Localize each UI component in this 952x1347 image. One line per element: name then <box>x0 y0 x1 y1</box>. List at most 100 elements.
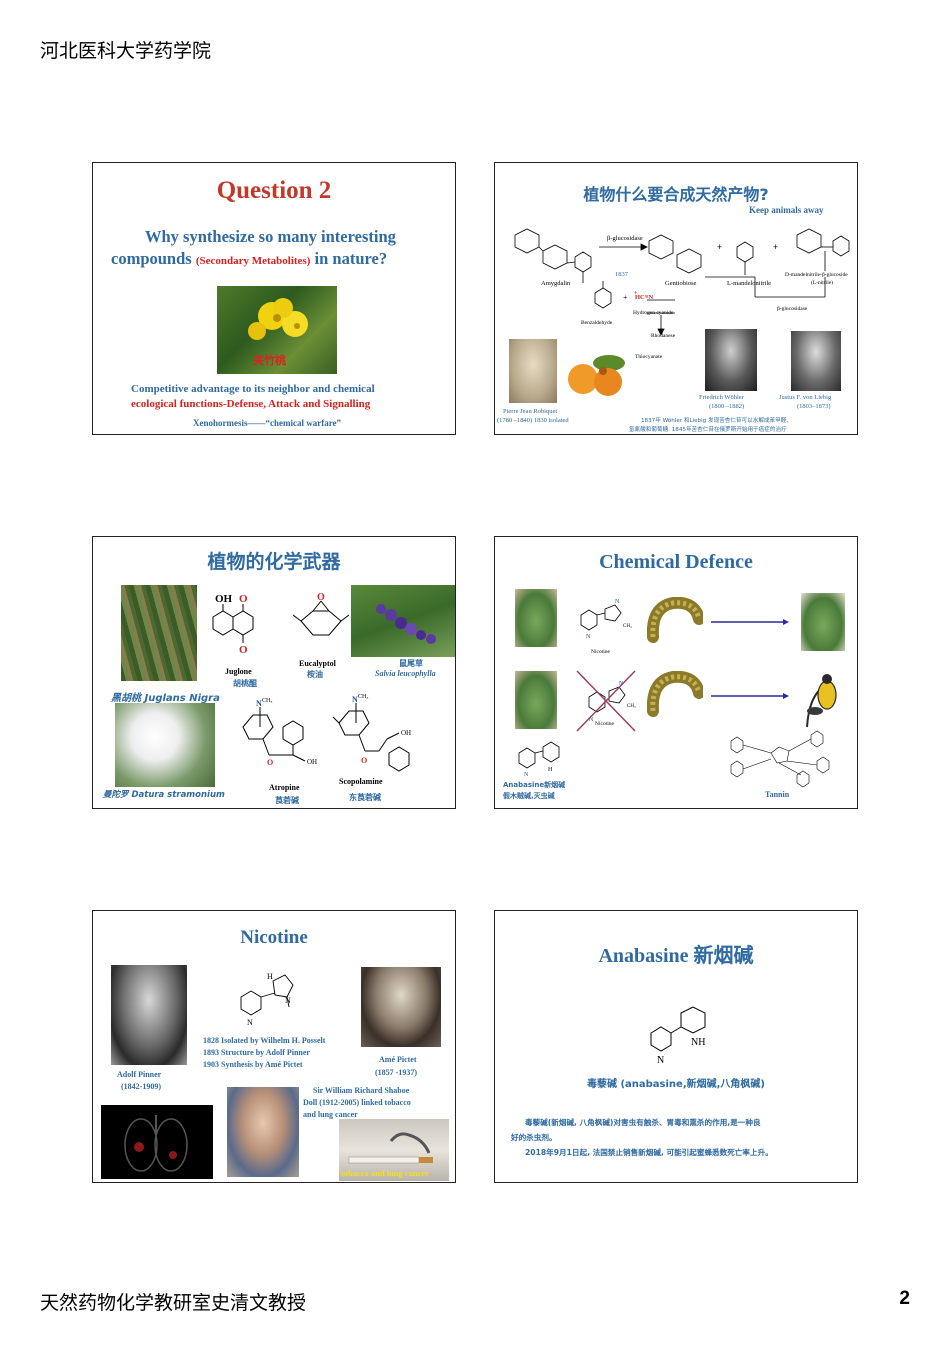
nicotine-label-2: Nicotine <box>595 721 614 727</box>
pictet-name: Amé Pictet <box>379 1055 417 1064</box>
slide-title: Nicotine <box>240 927 308 948</box>
svg-text:O: O <box>317 592 325 603</box>
anabasine-desc-2: 2018年9月1日起, 法国禁止销售新烟碱, 可能引起蜜蜂悉数死亡率上升。 <box>525 1148 773 1157</box>
label-enzyme-1: β-glucosidase <box>607 235 643 242</box>
slide-title: Anabasine 新烟碱 <box>598 945 754 967</box>
q-secondary-metabolites: (Secondary Metabolites) <box>195 255 311 267</box>
label-thiocyanate: Thiocyanate <box>635 354 663 360</box>
doll-line-3: and lung cancer <box>303 1110 358 1119</box>
juglone-label: Juglone <box>225 667 252 676</box>
bug-icon <box>806 674 837 728</box>
slide-title: Chemical Defence <box>599 551 753 573</box>
question-line-2: compounds (Secondary Metabolites) in nat… <box>111 249 387 269</box>
label-hcn: HC≡N <box>635 294 654 301</box>
robiquet-dates: (1780 –1840) 1830 isolated <box>497 417 569 424</box>
cigarette-icon <box>348 1132 433 1164</box>
svg-text:N: N <box>247 1018 253 1027</box>
tobacco-plant-2 <box>801 593 845 651</box>
svg-text:O: O <box>267 758 273 767</box>
liebig-portrait <box>791 331 841 391</box>
caterpillar-icon <box>646 596 705 643</box>
scopolamine-structure: N CH₃ O OH <box>332 694 411 772</box>
slide-question-2: Question 2 Why synthesize so many intere… <box>92 162 456 435</box>
caterpillar-2 <box>646 670 705 717</box>
svg-text:CH₃: CH₃ <box>627 704 636 709</box>
anabasine-structure: N NH <box>650 1006 706 1066</box>
caterpillar-icon <box>646 670 705 717</box>
svg-text:N: N <box>285 996 291 1005</box>
doll-portrait <box>227 1087 299 1177</box>
lungs-image <box>101 1105 213 1179</box>
doll-line-1: Sir William Richard Shaboe <box>313 1086 410 1095</box>
text-ecological: ecological functions-Defense, Attack and… <box>131 398 371 410</box>
liebig-name: Justus F. von Liebig <box>779 394 832 401</box>
atropine-structure: N CH₃ O OH <box>242 698 317 767</box>
label-l-nitrile: (L-nitrile) <box>811 280 833 286</box>
wohler-portrait <box>705 329 757 391</box>
pinner-portrait <box>111 965 187 1065</box>
liebig-dates: (1803–1873) <box>797 403 831 410</box>
anabasine-caption: 毒藜碱 (anabasine,新烟碱,八角枫碱) <box>586 1079 766 1090</box>
text-xenohormesis: Xenohormesis——“chemical warfare” <box>193 418 342 428</box>
svg-text:OH: OH <box>215 593 233 605</box>
anabasine-desc-1: 毒藜碱(新烟碱, 八角枫碱)对害虫有触杀、胃毒和熏杀的作用,是一种良 <box>525 1118 761 1127</box>
label-benzaldehyde: Benzaldehyde <box>581 320 613 326</box>
svg-text:N: N <box>586 634 591 640</box>
svg-text:H: H <box>267 972 273 981</box>
nicotine-structure-1: N N CH₃ <box>580 599 632 640</box>
atropine-label: Atropine <box>269 783 300 792</box>
tobacco-plant-3 <box>515 671 557 729</box>
walnut-tree-photo <box>121 585 197 681</box>
salvia-cn: 鼠尾草 <box>399 659 423 668</box>
label-hydrogen-cyanide: Hydrogen cyanide <box>633 310 674 316</box>
amygdalin-scheme: + <box>514 228 850 336</box>
scopolamine-label: Scopolamine <box>339 777 383 786</box>
svg-text:H: H <box>548 767 553 773</box>
arrow-icon <box>711 619 789 625</box>
pinner-name: Adolf Pinner <box>117 1070 162 1079</box>
anabasine-label-2: 假木贼碱,灭虫碱 <box>503 792 555 800</box>
wohler-dates: (1800 –1882) <box>709 403 745 410</box>
label-mandelnitrile-glucoside: D-mandelnitrile-β-glucoside <box>785 272 848 278</box>
anabasine-label-1: Anabasine新烟碱 <box>503 781 566 789</box>
walnut-label: 黑胡桃 Juglans Nigra <box>111 693 220 704</box>
eucalyptol-structure: O <box>293 592 349 636</box>
flower-label: 夹竹桃 <box>253 354 286 367</box>
history-note-1: 1837年 Wöhler 和Liebig 发现苦杏仁苷可以水解成苯甲醛、 <box>641 418 792 424</box>
svg-text:OH: OH <box>307 758 317 766</box>
datura-photo <box>115 703 215 787</box>
tannin-structure <box>730 730 830 788</box>
pictet-portrait <box>361 967 441 1047</box>
label-plus-1: + <box>717 242 723 252</box>
lungs-icon <box>124 1115 188 1172</box>
slide-why-natural-products: 植物什么要合成天然产物? Keep animals away + β-gluco… <box>494 162 858 435</box>
eucalyptol-cn: 桉油 <box>307 670 323 679</box>
label-enzyme-2: β-glucosidase <box>777 306 808 312</box>
svg-text:N: N <box>256 699 262 708</box>
svg-text:N: N <box>589 717 594 723</box>
slide-anabasine: Anabasine 新烟碱 N NH 毒藜碱 (anabasine,新烟碱,八角… <box>494 910 858 1183</box>
svg-text:CH₃: CH₃ <box>358 694 368 700</box>
label-plus-2: + <box>773 242 779 252</box>
wohler-name: Friedrich Wöhler <box>699 394 744 401</box>
page-header: 河北医科大学药学院 <box>40 40 212 62</box>
svg-text:CH₃: CH₃ <box>262 698 272 704</box>
arrow-icon <box>711 693 789 699</box>
anabasine-structure: N H <box>518 741 560 777</box>
robiquet-portrait <box>509 339 557 403</box>
svg-text:+: + <box>634 291 638 297</box>
page-number: 2 <box>899 1288 910 1309</box>
label-rhodanese: Rhodanese <box>651 333 676 339</box>
apricot-photo <box>563 349 633 399</box>
salvia-flower-icon <box>376 604 436 644</box>
history-1903: 1903 Synthesis by Amé Pictet <box>203 1060 303 1069</box>
svg-text:N: N <box>524 772 529 777</box>
label-amygdalin: Amygdalin <box>541 280 571 287</box>
question-line-1: Why synthesize so many interesting <box>145 227 396 246</box>
history-note-2: 氢氰酸和葡萄糖. 1845年苦杏仁苷在俄罗斯开始用于癌症的治疗 <box>629 427 787 433</box>
slide-subtitle: Keep animals away <box>749 205 824 215</box>
oleander-photo: 夹竹桃 <box>217 286 337 374</box>
anabasine-desc-1b: 好的杀虫剂。 <box>511 1133 557 1142</box>
svg-text:O: O <box>239 593 248 605</box>
juglone-structure: OH O O <box>212 593 254 656</box>
